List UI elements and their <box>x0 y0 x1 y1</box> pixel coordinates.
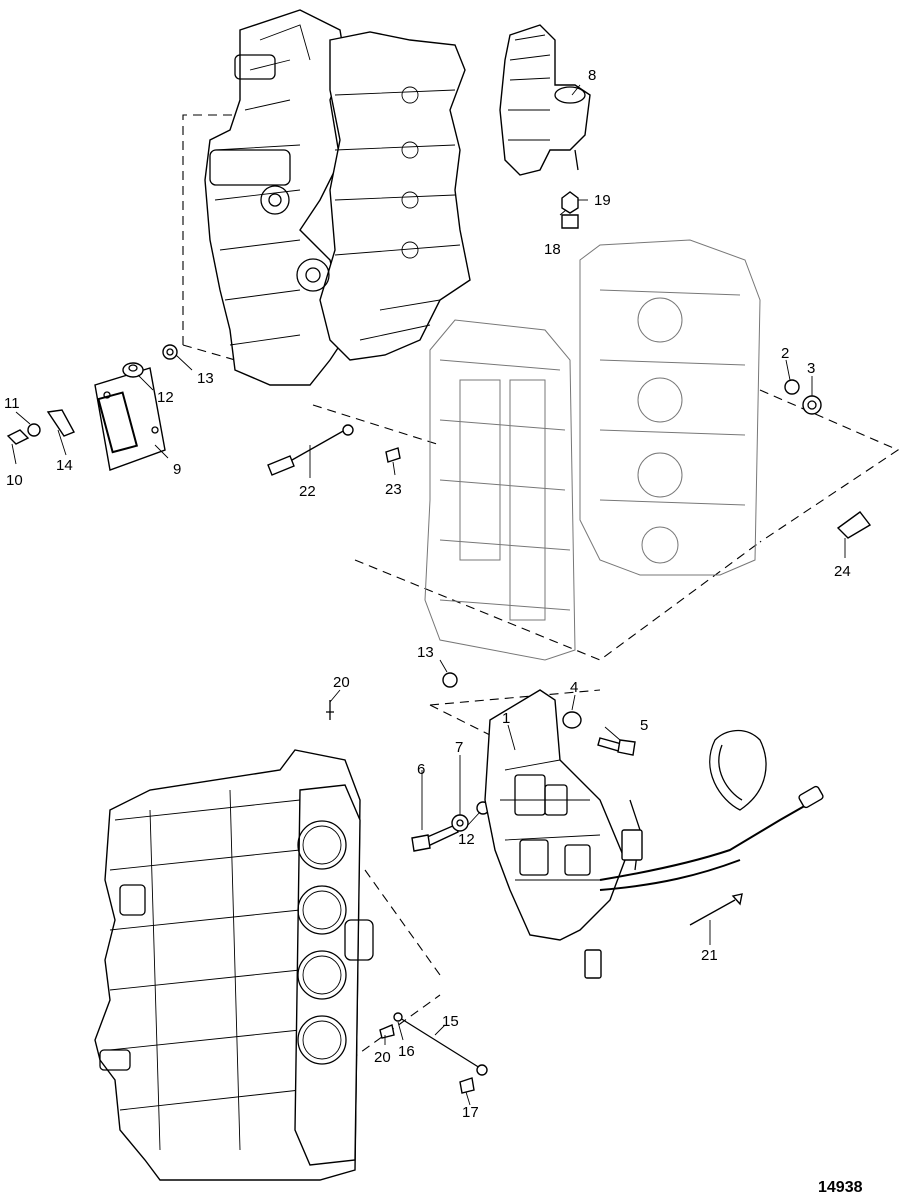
callout-14: 14 <box>56 457 73 474</box>
callout-9: 9 <box>173 461 181 478</box>
hardware-items <box>6 191 872 1094</box>
callout-10: 10 <box>6 472 23 489</box>
lower-cylinder-block <box>94 749 374 1181</box>
callout-6: 6 <box>417 761 425 778</box>
upper-cylinder-block <box>204 9 471 386</box>
figure-number: 14938 <box>818 1179 863 1196</box>
leader-lines <box>11 84 846 1106</box>
callout-23: 23 <box>385 481 402 498</box>
callout-4: 4 <box>570 679 578 696</box>
callout-24: 24 <box>834 563 851 580</box>
callout-1: 1 <box>502 710 510 727</box>
callout-19: 19 <box>594 192 611 209</box>
callout-3: 3 <box>807 360 815 377</box>
callout-16: 16 <box>398 1043 415 1060</box>
ghost-cylinder-block <box>424 239 761 661</box>
callout-labels: 8 19 18 2 3 13 12 11 10 14 9 22 23 24 13… <box>4 67 863 1196</box>
callout-8: 8 <box>588 67 596 84</box>
callout-12-lower: 12 <box>458 831 475 848</box>
callout-17: 17 <box>462 1104 479 1121</box>
callout-21: 21 <box>701 947 718 964</box>
callout-12-upper: 12 <box>157 389 174 406</box>
callout-22: 22 <box>299 483 316 500</box>
callout-13-upper: 13 <box>197 370 214 387</box>
callout-13-lower: 13 <box>417 644 434 661</box>
ecm-module <box>94 367 166 471</box>
electrical-plate-assembly <box>484 689 824 979</box>
callout-18: 18 <box>544 241 561 258</box>
callout-15: 15 <box>442 1013 459 1030</box>
callout-20-lower: 20 <box>374 1049 391 1066</box>
callout-20-upper: 20 <box>333 674 350 691</box>
starter-motor <box>499 24 591 176</box>
callout-2: 2 <box>781 345 789 362</box>
callout-11: 11 <box>4 395 20 412</box>
callout-7: 7 <box>455 739 463 756</box>
callout-5: 5 <box>640 717 648 734</box>
